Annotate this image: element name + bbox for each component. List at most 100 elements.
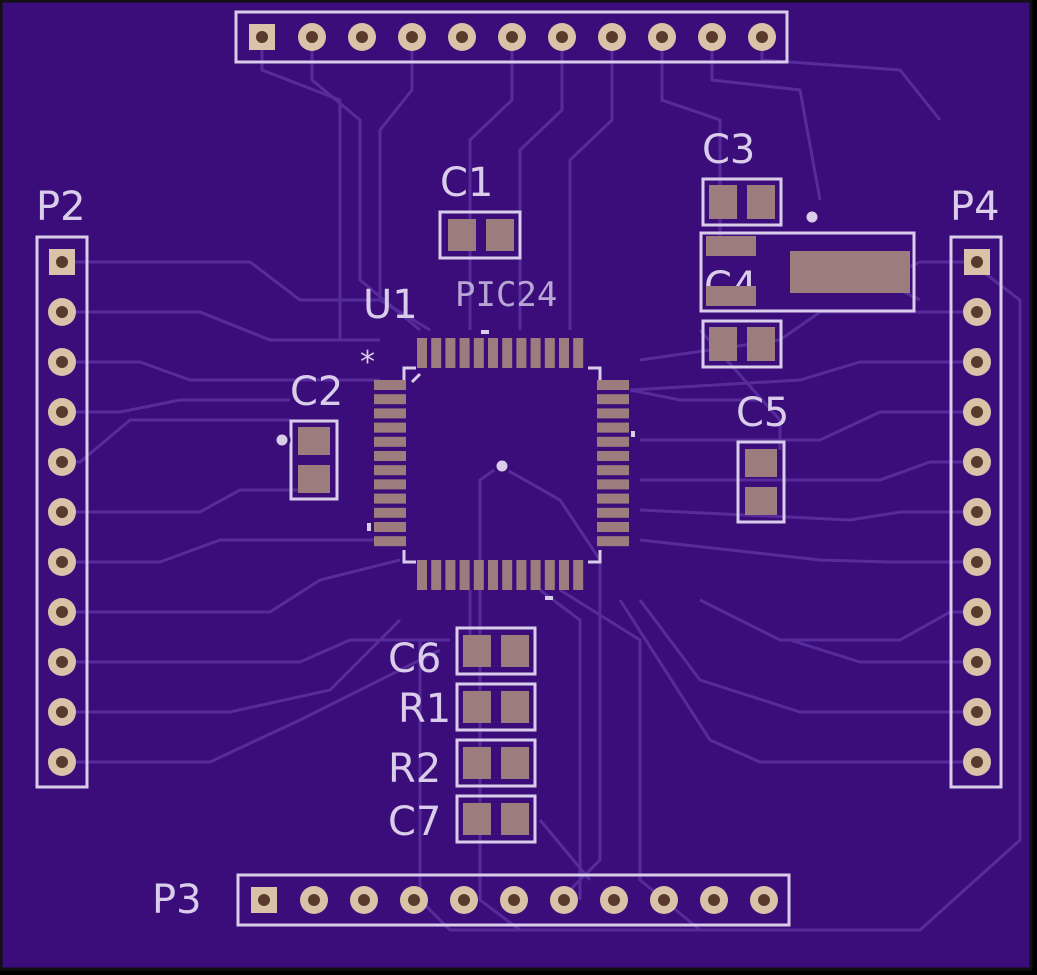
u1-pad-bottom — [573, 560, 584, 590]
u1-pad-bottom — [473, 560, 484, 590]
u1-pad-left — [374, 380, 406, 390]
u1-mark — [481, 330, 489, 334]
u1-pad-right — [597, 465, 629, 476]
u1-pad-right — [597, 451, 629, 461]
regulator-pad — [706, 286, 756, 306]
header-pin-hole — [708, 894, 720, 906]
u1-pad-left — [374, 493, 406, 504]
u1-pad-top — [459, 338, 470, 368]
u1-corner — [402, 550, 416, 564]
header-pin-hole — [456, 31, 468, 43]
c5-footprint — [736, 440, 786, 524]
header-pin-hole — [971, 406, 983, 418]
header-pin-hole — [756, 31, 768, 43]
c4-footprint — [701, 319, 783, 369]
u1-pad-top — [573, 338, 584, 368]
label-c6: C6 — [388, 636, 441, 682]
header-pin-hole — [971, 506, 983, 518]
header-pin-hole — [656, 31, 668, 43]
u1-pin1-tick — [410, 372, 422, 384]
header-pin-hole — [356, 31, 368, 43]
c3-pad — [709, 185, 737, 219]
header-pin-hole — [406, 31, 418, 43]
header-pin-hole — [258, 894, 270, 906]
header-pin-hole — [256, 31, 268, 43]
label-c2: C2 — [290, 369, 343, 415]
u1-pad-bottom — [459, 560, 470, 590]
label-p4: P4 — [950, 184, 1000, 230]
c4-pad — [709, 327, 737, 361]
c6-pad — [501, 635, 529, 667]
label-p2: P2 — [36, 184, 86, 230]
header-pin-hole — [56, 256, 68, 268]
header-pin-hole — [408, 894, 420, 906]
u1-pad-top — [473, 338, 484, 368]
header-pin-hole — [306, 31, 318, 43]
label-c5: C5 — [736, 390, 789, 436]
u1-corner — [402, 366, 416, 380]
u1-pads — [374, 338, 629, 590]
u1-pad-top — [431, 338, 442, 368]
header-pin-hole — [56, 656, 68, 668]
header-pin-hole — [508, 894, 520, 906]
header-pin-hole — [971, 256, 983, 268]
r1-footprint — [455, 682, 537, 732]
u1-pad-bottom — [530, 560, 541, 590]
u1-pad-left — [374, 422, 406, 433]
u1-pad-right — [597, 493, 629, 504]
header-pin-hole — [56, 306, 68, 318]
header-pin-hole — [558, 894, 570, 906]
header-pin-hole — [706, 31, 718, 43]
c4-pad — [747, 327, 775, 361]
header-pin-hole — [608, 894, 620, 906]
u1-center-via — [493, 457, 511, 475]
header-pin-hole — [56, 406, 68, 418]
u1-pad-bottom — [516, 560, 527, 590]
header-pin-hole — [971, 706, 983, 718]
r2-footprint — [455, 738, 537, 788]
header-pin-hole — [458, 894, 470, 906]
header-p4-outline — [949, 235, 1003, 789]
r1-pad — [501, 691, 529, 723]
header-pin-hole — [56, 356, 68, 368]
u1-pad-right — [597, 408, 629, 419]
u1-pad-bottom — [544, 560, 555, 590]
header-p2-outline — [35, 235, 89, 789]
u1-pad-bottom — [445, 560, 456, 590]
u1-pad-right — [597, 436, 629, 447]
c7-footprint — [455, 794, 537, 844]
pin1-marker: * — [360, 345, 375, 380]
u1-corner — [588, 550, 602, 564]
header-pin-hole — [556, 31, 568, 43]
regulator-tab-pad — [790, 251, 910, 293]
header-pin-hole — [971, 456, 983, 468]
u1-mark — [631, 431, 635, 437]
u1-pad-top — [502, 338, 513, 368]
u1-pad-bottom — [502, 560, 513, 590]
label-chip: PIC24 — [455, 275, 557, 315]
header-pin-hole — [56, 456, 68, 468]
header-pin-hole — [971, 356, 983, 368]
header-p3-outline — [236, 873, 791, 927]
c6-pad — [463, 635, 491, 667]
header-pin-hole — [506, 31, 518, 43]
u1-pad-left — [374, 451, 406, 461]
regulator-footprint — [699, 208, 916, 313]
label-p3: P3 — [152, 877, 202, 923]
header-pin-hole — [971, 556, 983, 568]
regulator-pad — [706, 236, 756, 256]
u1-pad-top — [544, 338, 555, 368]
u1-corner — [588, 366, 602, 380]
header-pins — [48, 23, 991, 914]
u1-pad-left — [374, 522, 406, 532]
header-pin-hole — [56, 606, 68, 618]
header-pin-hole — [56, 506, 68, 518]
c3-pad — [747, 185, 775, 219]
label-r1: R1 — [398, 686, 451, 732]
header-p1-outline — [234, 10, 789, 64]
c1-pad — [486, 219, 514, 251]
header-pin-hole — [971, 306, 983, 318]
u1-pad-left — [374, 394, 406, 405]
c5-pad — [745, 449, 777, 477]
r2-pad — [501, 747, 529, 779]
